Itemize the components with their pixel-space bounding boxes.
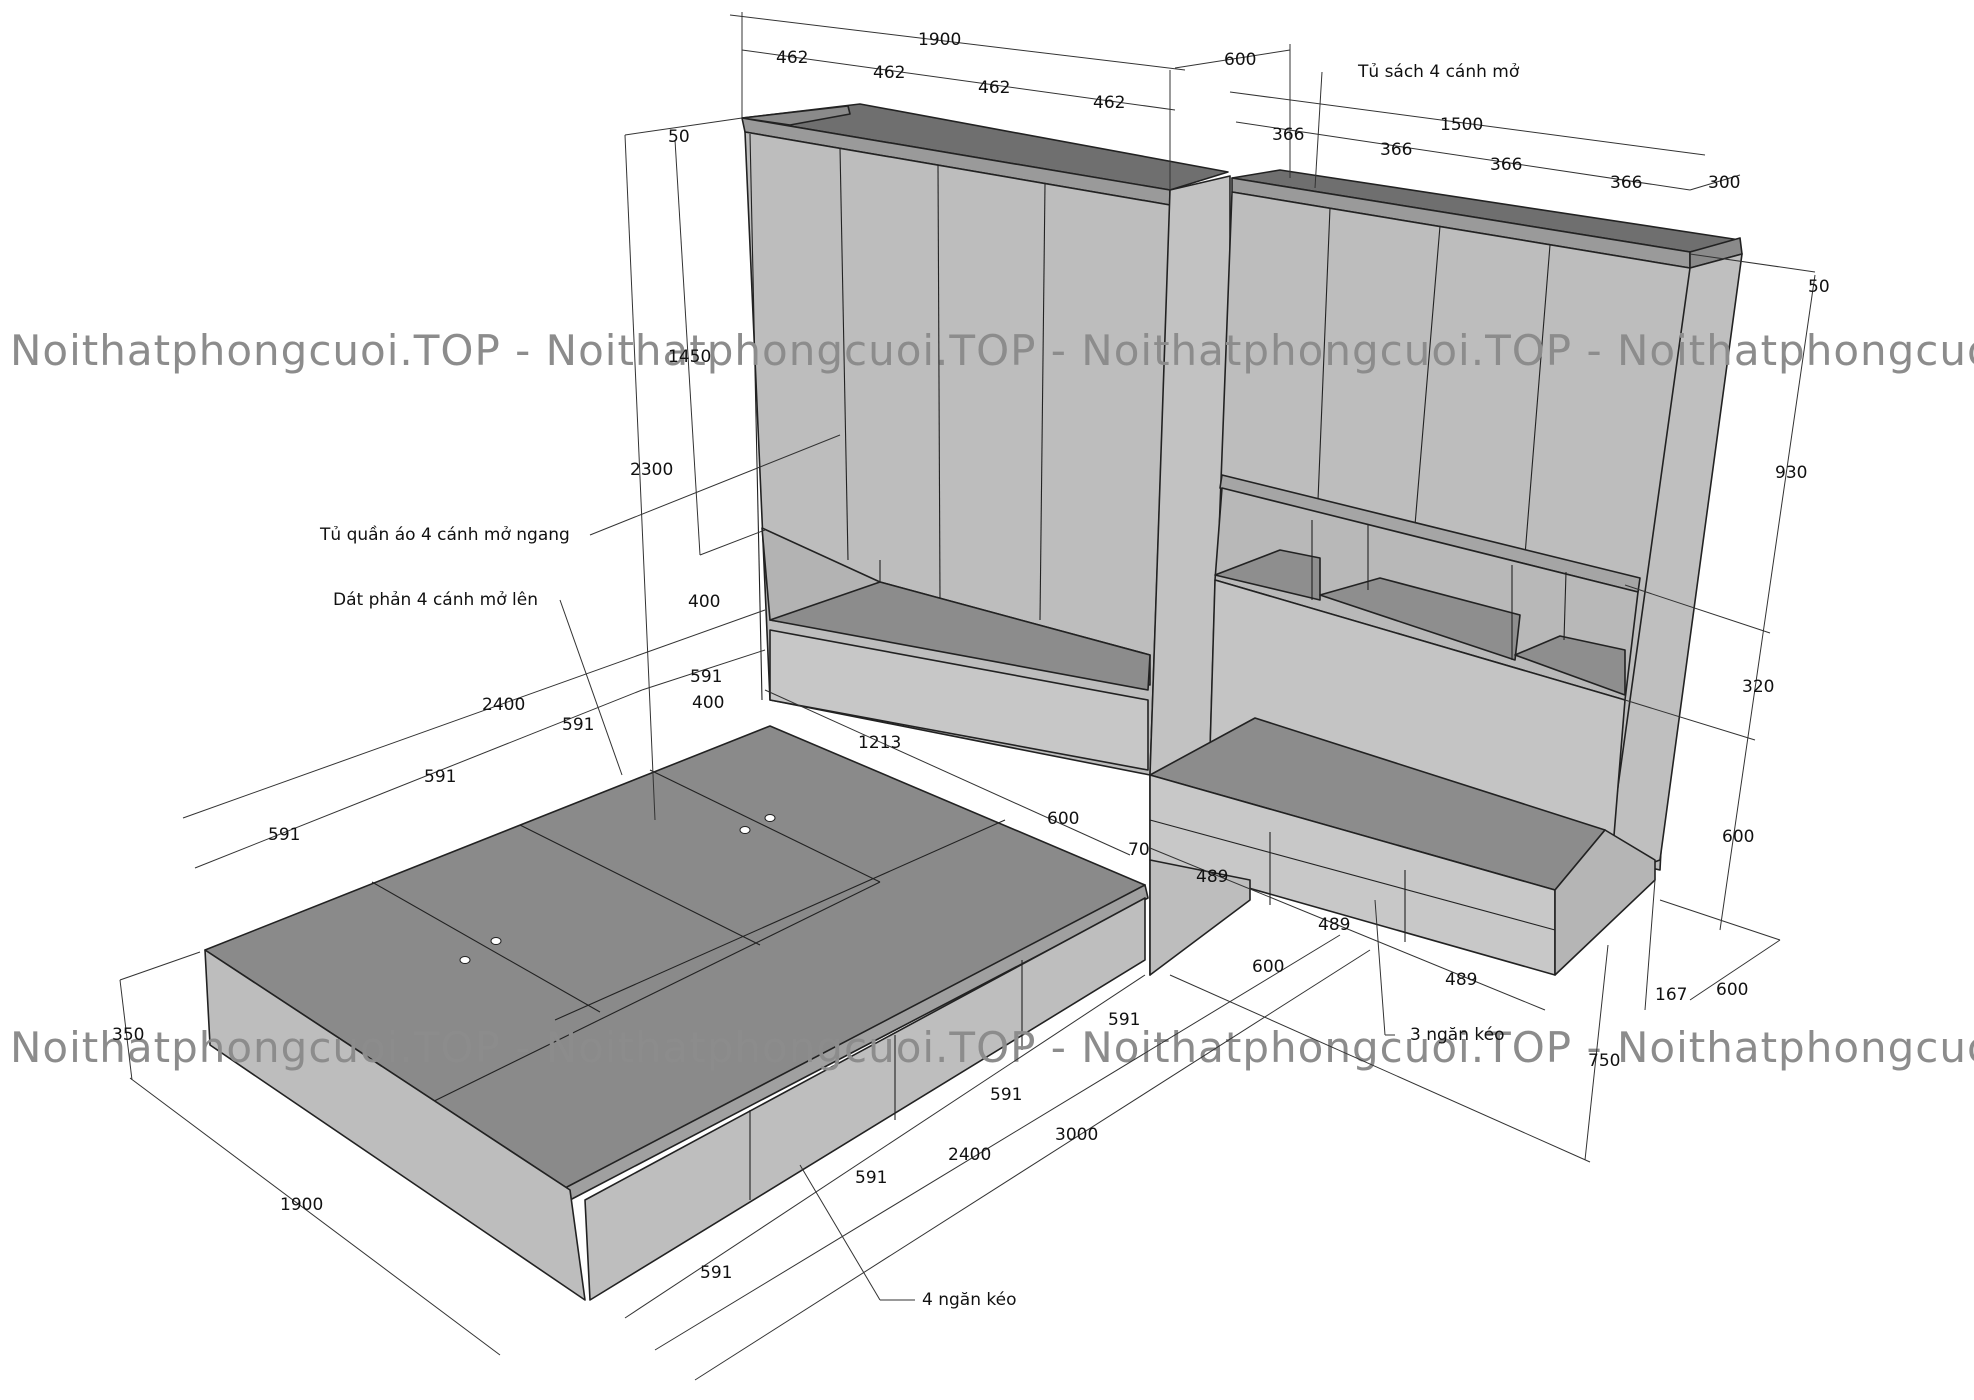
dim-bookcase-door-2: 366	[1380, 140, 1412, 160]
dim-bed-drawer-4: 591	[1108, 1010, 1140, 1030]
dim-desk-height: 600	[1722, 827, 1754, 847]
dim-niche-width: 1213	[858, 733, 901, 753]
dim-bookcase-cap: 50	[1808, 277, 1830, 297]
dim-wardrobe-width: 1900	[918, 30, 961, 50]
label-wardrobe: Tủ quần áo 4 cánh mở ngang	[319, 524, 570, 545]
dim-total-height: 2300	[630, 460, 673, 480]
dim-bed-length-top: 2400	[482, 695, 525, 715]
leader-lines	[559, 71, 1395, 1301]
dim-bed-panel-3: 591	[562, 715, 594, 735]
dim-desk-drawer-height: 167	[1655, 985, 1687, 1005]
label-drawers-3: 3 ngăn kéo	[1410, 1025, 1504, 1045]
dim-desk-drawer-3: 489	[1445, 970, 1477, 990]
label-bookcase: Tủ sách 4 cánh mở	[1357, 62, 1520, 82]
dim-desk-drawer-1: 489	[1196, 867, 1228, 887]
dim-bed-drawer-3: 591	[990, 1085, 1022, 1105]
dim-bookcase-side: 300	[1708, 173, 1740, 193]
dim-bed-panel-1: 591	[268, 825, 300, 845]
dim-wardrobe-door-3: 462	[978, 78, 1010, 98]
dim-wardrobe-depth: 600	[1224, 50, 1256, 70]
dim-bed-panel-2: 591	[424, 767, 456, 787]
dim-bookcase-door-3: 366	[1490, 155, 1522, 175]
dim-gap: 70	[1128, 840, 1150, 860]
dim-bookcase-door-4: 366	[1610, 173, 1642, 193]
label-bed-top: Dát phản 4 cánh mở lên	[333, 590, 538, 610]
dim-bookcase-upper-height: 930	[1775, 463, 1807, 483]
dim-desk-drawer-2: 489	[1318, 915, 1350, 935]
dim-bed-drawer-2: 591	[855, 1168, 887, 1188]
bed	[204, 725, 1149, 1301]
dim-shelf-height: 320	[1742, 677, 1774, 697]
dim-bed-height: 350	[112, 1025, 144, 1045]
dim-headboard-depth: 400	[692, 693, 724, 713]
watermark-row-2: Noithatphongcuoi.TOP - Noithatphongcuoi.…	[10, 1023, 1974, 1072]
dimension-values: 1900 462 462 462 462 600 50 1450 2300 40…	[112, 30, 1830, 1283]
dim-overall-length: 3000	[1055, 1125, 1098, 1145]
dim-desk-total-height: 750	[1588, 1051, 1620, 1071]
dim-wardrobe-upper-height: 1450	[668, 347, 711, 367]
dim-wardrobe-door-1: 462	[776, 48, 808, 68]
dim-niche-height: 400	[688, 592, 720, 612]
dim-bookcase-width: 1500	[1440, 115, 1483, 135]
dim-bed-width: 1900	[280, 1195, 323, 1215]
dim-bed-length: 2400	[948, 1145, 991, 1165]
dim-top-cap: 50	[668, 127, 690, 147]
dim-wardrobe-side-depth: 600	[1252, 957, 1284, 977]
dim-bed-panel-4: 591	[690, 667, 722, 687]
dim-wardrobe-door-4: 462	[1093, 93, 1125, 113]
watermark-row-1: Noithatphongcuoi.TOP - Noithatphongcuoi.…	[10, 326, 1974, 375]
dim-bookcase-door-1: 366	[1272, 125, 1304, 145]
bookcase-desk	[1149, 169, 1743, 976]
label-drawers-4: 4 ngăn kéo	[922, 1290, 1016, 1310]
dim-wardrobe-door-2: 462	[873, 63, 905, 83]
dim-niche-side: 600	[1047, 809, 1079, 829]
dim-desk-depth: 600	[1716, 980, 1748, 1000]
dimension-lines	[119, 12, 1816, 1381]
dim-bed-drawer-1: 591	[700, 1263, 732, 1283]
